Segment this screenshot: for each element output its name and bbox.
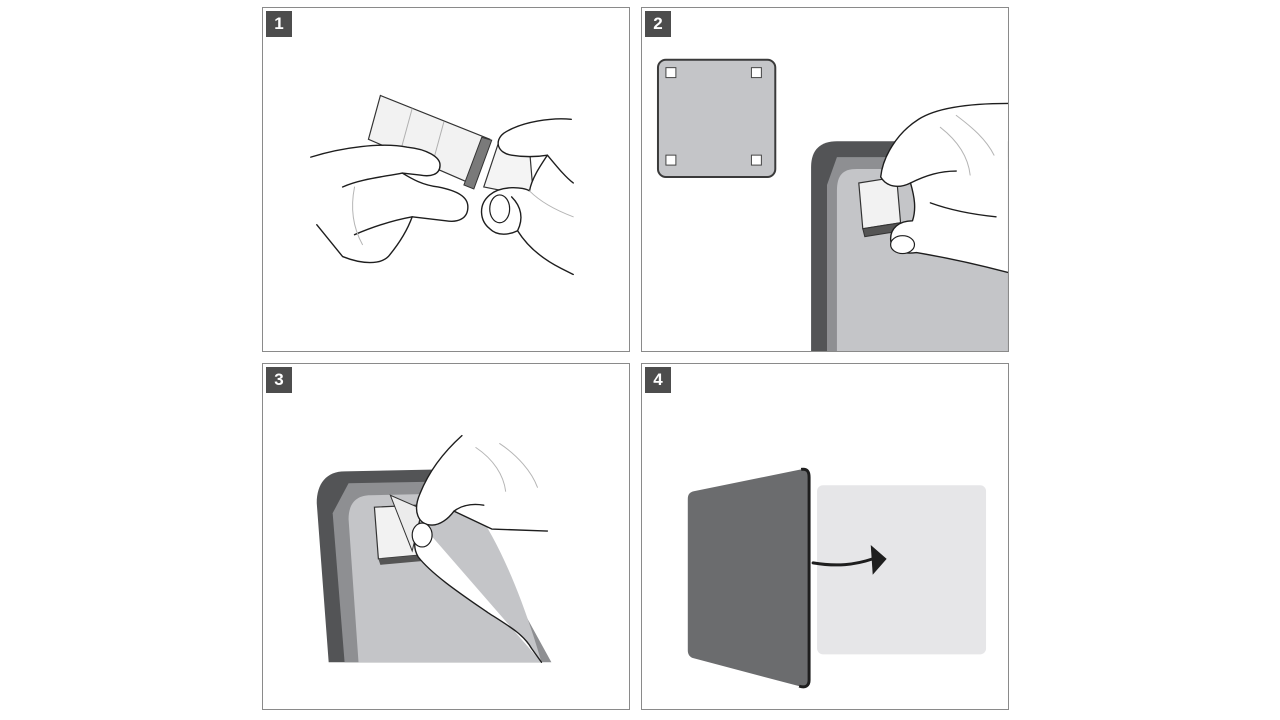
hand <box>411 434 549 663</box>
peel-liner-icon <box>316 434 552 663</box>
step-3-badge: 3 <box>266 367 292 393</box>
target-surface <box>817 485 987 655</box>
arrow-right-icon <box>811 544 887 575</box>
attach-device-icon <box>687 467 987 689</box>
step-2-panel: 2 <box>641 7 1009 352</box>
step-2-badge: 2 <box>645 11 671 37</box>
device-back-plate <box>687 467 811 689</box>
adhesive-strip-left <box>367 94 493 190</box>
peel-adhesive-icon <box>310 94 574 276</box>
mounting-pad <box>656 58 777 179</box>
hand <box>879 102 1008 274</box>
step-4-badge: 4 <box>645 367 671 393</box>
step-1-badge: 1 <box>266 11 292 37</box>
step-1-panel: 1 <box>262 7 630 352</box>
left-hand <box>310 144 469 264</box>
step-3-panel: 3 <box>262 363 630 710</box>
right-hand <box>480 118 574 276</box>
press-pad-icon <box>656 58 1008 351</box>
step-4-panel: 4 <box>641 363 1009 710</box>
